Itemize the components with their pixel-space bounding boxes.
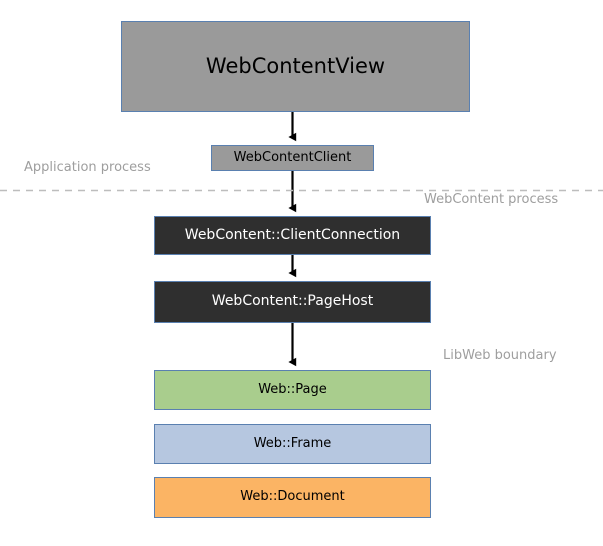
node-web-document-label: Web::Document	[240, 489, 345, 505]
node-web-frame-label: Web::Frame	[253, 435, 332, 451]
node-webcontentview[interactable]: WebContentView	[121, 21, 470, 112]
label-libweb-boundary: LibWeb boundary	[443, 348, 557, 363]
node-web-document[interactable]: Web::Document	[154, 477, 431, 518]
node-webcontent-clientconnection[interactable]: WebContent::ClientConnection	[154, 216, 431, 255]
node-webcontent-pagehost-label: WebContent::PageHost	[211, 293, 374, 310]
node-web-frame[interactable]: Web::Frame	[154, 424, 431, 464]
label-application-process: Application process	[24, 160, 151, 175]
node-webcontent-pagehost[interactable]: WebContent::PageHost	[154, 281, 431, 323]
label-webcontent-process: WebContent process	[424, 192, 559, 207]
node-web-page[interactable]: Web::Page	[154, 370, 431, 410]
node-web-page-label: Web::Page	[258, 381, 327, 397]
node-webcontentclient[interactable]: WebContentClient	[211, 145, 374, 171]
node-webcontentclient-label: WebContentClient	[233, 149, 352, 165]
node-webcontent-clientconnection-label: WebContent::ClientConnection	[184, 226, 401, 243]
node-webcontentview-label: WebContentView	[205, 53, 386, 78]
